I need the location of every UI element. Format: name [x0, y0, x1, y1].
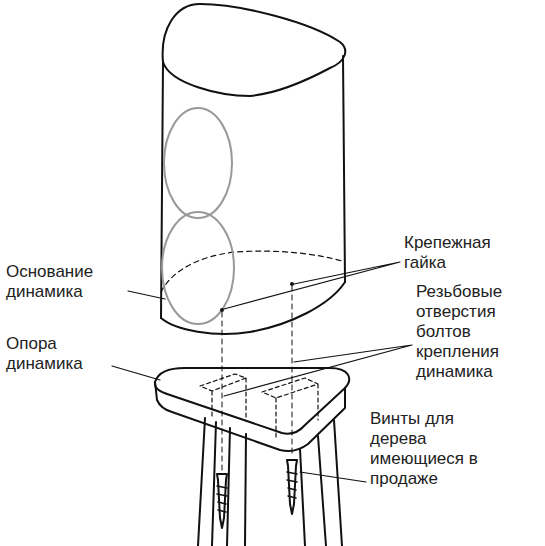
speaker-bottom — [161, 282, 345, 334]
stand-plate-edge — [155, 382, 345, 451]
bolt-axis — [222, 286, 292, 470]
speaker-driver — [164, 108, 232, 218]
part-label: Основание динамика — [6, 262, 128, 302]
part-label: Винты для дерева имеющиеся в продаже — [370, 409, 494, 489]
part-label: Резьбовые отверстия болтов крепления дин… — [416, 282, 536, 382]
speaker-driver — [162, 212, 234, 324]
nut-point — [220, 308, 224, 312]
stand-hole-hidden — [262, 378, 318, 440]
part-label: Опора динамика — [6, 334, 128, 374]
wood-screw — [287, 460, 297, 514]
part-label: Крепежная гайка — [404, 233, 526, 273]
stand-plate — [155, 368, 349, 434]
stand-hole-hidden — [200, 374, 246, 420]
speaker-base-hidden — [161, 251, 345, 292]
stand-leg — [198, 418, 342, 546]
leader-line — [112, 262, 412, 482]
speaker-top — [163, 4, 346, 96]
wood-screw — [217, 474, 227, 528]
speaker-side — [343, 56, 345, 282]
